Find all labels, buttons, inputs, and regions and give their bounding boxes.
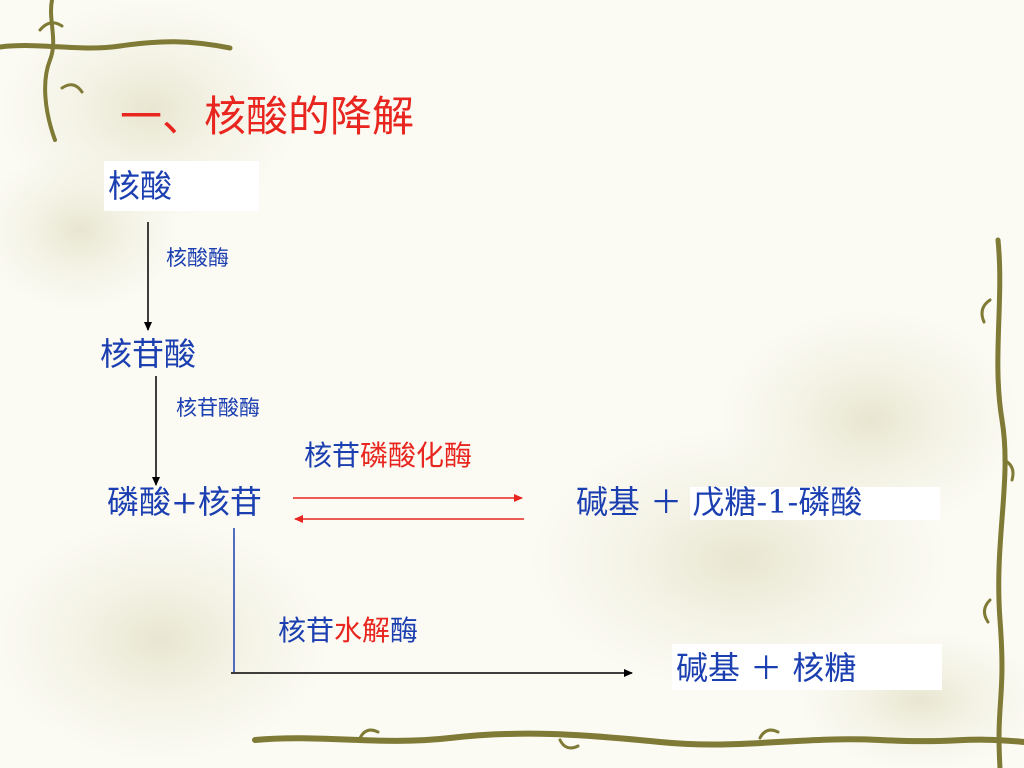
- label-box-base-pentose: [690, 487, 940, 520]
- enzyme-hydrolase-prefix: 核苷: [278, 614, 335, 647]
- enzyme-hydrolase: 核苷水解酶: [278, 617, 418, 645]
- page-title: 一、核酸的降解: [120, 92, 415, 141]
- label-box-nucleic-acid: [104, 161, 259, 211]
- node-phosphate-nucleoside: 磷酸+核苷: [107, 483, 262, 521]
- node-nucleotide: 核苷酸: [100, 335, 197, 373]
- label-box-base-ribose: [672, 644, 942, 690]
- node-base-ribose: 碱基 ＋ 核糖: [676, 649, 857, 687]
- enzyme-phosphorylase-highlight: 磷酸化酶: [360, 439, 473, 472]
- vine-right-icon: [980, 237, 1015, 768]
- vine-top-icon: [0, 0, 233, 142]
- enzyme-nuclease: 核酸酶: [166, 246, 229, 270]
- enzyme-hydrolase-highlight: 水解: [334, 614, 391, 647]
- node-nucleic-acid: 核酸: [108, 167, 173, 205]
- enzyme-phosphorylase-prefix: 核苷: [304, 439, 361, 472]
- node-base-pentose-phosphate: 碱基 ＋ 戊糖-1-磷酸: [576, 483, 863, 521]
- enzyme-phosphorylase: 核苷磷酸化酶: [304, 442, 472, 470]
- enzyme-hydrolase-suffix: 酶: [390, 614, 419, 647]
- vine-bottom-icon: [252, 728, 1024, 750]
- enzyme-nucleotidase: 核苷酸酶: [176, 396, 260, 420]
